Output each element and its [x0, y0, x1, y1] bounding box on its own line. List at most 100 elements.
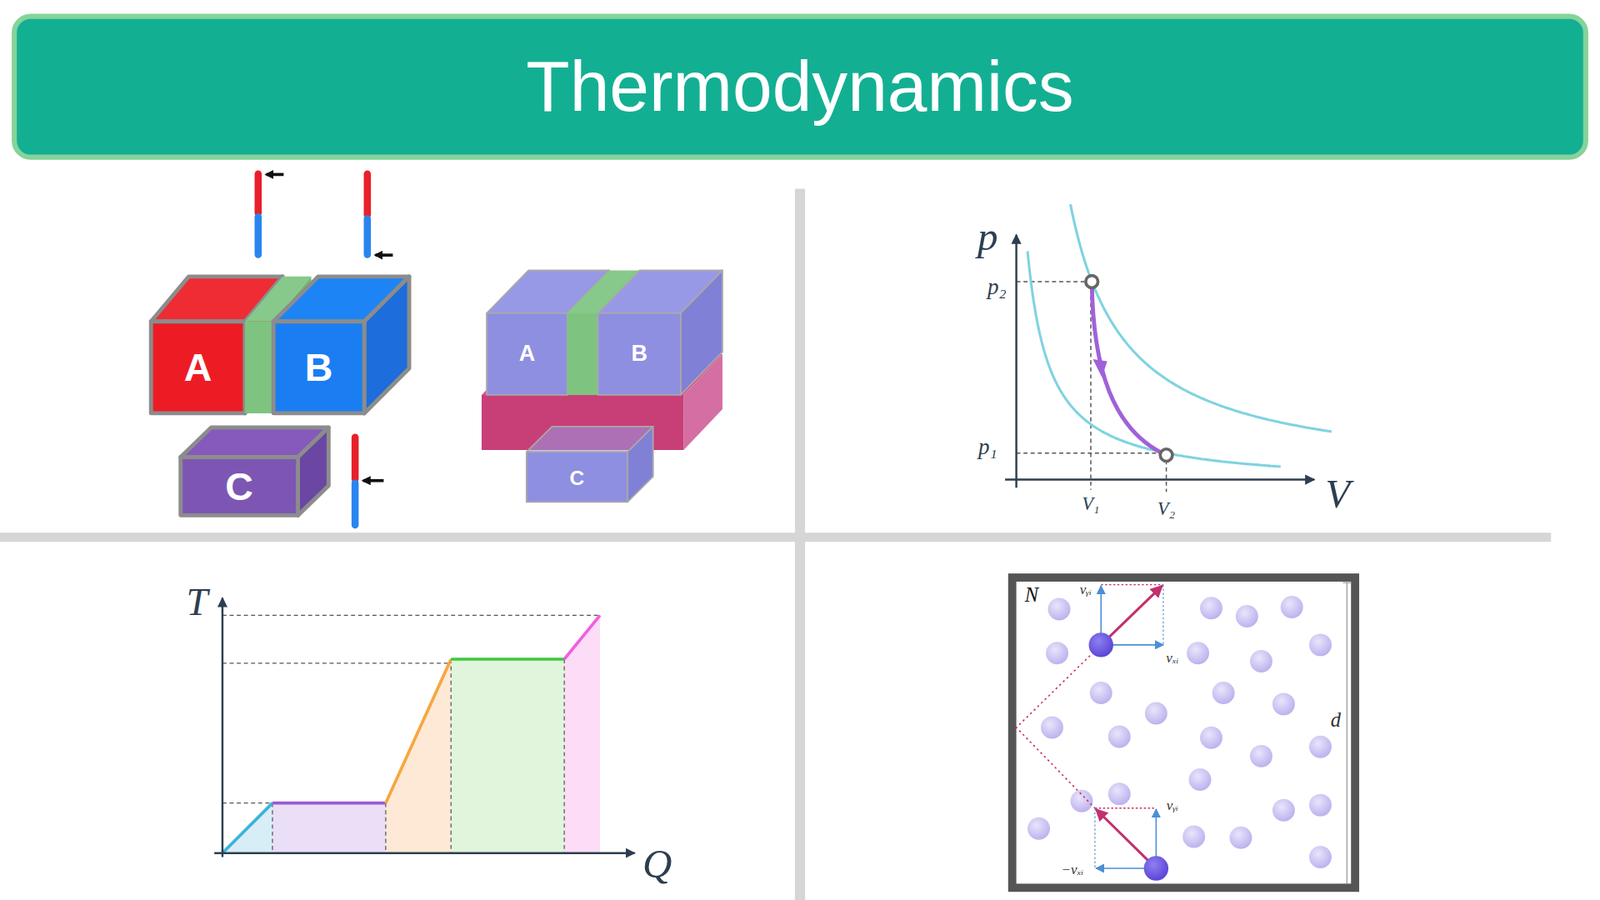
phase-fill — [450, 659, 565, 854]
title-box: Thermodynamics — [14, 16, 1586, 158]
title-bar — [14, 16, 1586, 158]
block-front — [486, 313, 568, 395]
gas-container — [1012, 577, 1355, 888]
gas-particle — [1186, 641, 1210, 665]
particles — [1027, 595, 1332, 869]
block-face: A — [486, 313, 568, 395]
axis-label: V — [1325, 473, 1350, 515]
block-face: B — [598, 313, 681, 395]
p-axis — [1015, 235, 1017, 489]
block-letter: C — [225, 466, 254, 506]
velocity-vector — [1095, 809, 1156, 869]
block-front — [180, 457, 299, 516]
dimension-line — [1346, 582, 1348, 884]
gas-particle — [1250, 650, 1273, 673]
component-guide — [1094, 808, 1095, 869]
level-arrow — [266, 173, 285, 177]
dashed-guide — [450, 659, 452, 854]
tracked-particle — [1089, 632, 1114, 657]
block-letter: C — [570, 466, 585, 487]
gas-particle — [1272, 692, 1295, 715]
pressure-label: p₁ — [978, 435, 998, 459]
thermometer-hot — [351, 433, 360, 483]
component-guide — [1100, 584, 1164, 585]
block-side — [680, 270, 723, 395]
phase-fill — [385, 659, 451, 854]
title-text: Thermodynamics — [525, 50, 1074, 123]
gas-particle — [1108, 782, 1131, 805]
gas-particle — [1250, 745, 1273, 768]
gas-particle — [1070, 790, 1093, 813]
tracked-particle — [1144, 855, 1169, 880]
trajectory — [1016, 645, 1102, 809]
block-front — [598, 313, 681, 395]
process-curve — [1091, 281, 1166, 455]
component-label: vᵧᵢ — [1080, 582, 1092, 597]
phase-fill — [272, 803, 386, 854]
gas-particle — [1090, 681, 1113, 705]
phase-change-segment — [272, 801, 386, 805]
block-letter: A — [519, 342, 535, 365]
gas-particle — [1230, 826, 1253, 850]
block-side — [627, 426, 654, 503]
block-front — [273, 321, 365, 414]
block-face: B — [273, 321, 365, 414]
heating-segment — [564, 615, 600, 660]
block-side — [298, 427, 330, 515]
dashed-guide — [222, 662, 451, 664]
velocity-vector — [1100, 585, 1162, 645]
block — [486, 270, 610, 395]
component-label: vₓᵢ — [1165, 650, 1179, 665]
dashed-guide — [222, 615, 600, 616]
level-arrow — [375, 253, 394, 257]
volume-label: V₂ — [1157, 500, 1175, 519]
phase-change-segment — [450, 657, 565, 661]
t-axis — [221, 598, 224, 858]
thermometer-cold — [351, 480, 360, 530]
block-front — [526, 451, 628, 502]
process-arrowhead — [1092, 359, 1107, 378]
heating-segment — [222, 803, 273, 854]
gas-particle — [1309, 735, 1332, 759]
component-label: vᵧᵢ — [1166, 799, 1179, 814]
axis-label: p — [977, 216, 998, 258]
dashed-guide — [271, 803, 273, 854]
gas-particle — [1045, 641, 1069, 665]
dimension-tick — [1342, 883, 1351, 885]
state-point — [1085, 275, 1099, 289]
q-axis — [214, 851, 635, 854]
state-point — [1160, 449, 1173, 462]
thermometer-hot — [255, 170, 263, 216]
dimension-label: d — [1330, 709, 1341, 730]
block-side — [364, 276, 410, 414]
gas-particle — [1182, 825, 1205, 849]
block-face: A — [150, 321, 245, 414]
block — [598, 270, 723, 395]
gas-particle — [1309, 633, 1332, 656]
thermometer-hot — [364, 170, 372, 219]
gas-particle — [1048, 598, 1071, 621]
isotherm-curve — [1027, 250, 1281, 466]
gas-particle — [1309, 845, 1332, 869]
level-arrow — [363, 479, 384, 483]
phase-fill — [222, 803, 273, 854]
count-label: N — [1025, 585, 1039, 605]
component-guide — [1162, 585, 1164, 645]
divider-vertical — [795, 189, 805, 900]
gas-particle — [1280, 595, 1304, 619]
phase-fill — [564, 615, 600, 853]
volume-label: V₁ — [1081, 495, 1100, 514]
divider-horizontal — [0, 532, 1551, 542]
gas-particle — [1212, 681, 1235, 705]
gas-particle — [1235, 605, 1259, 628]
dashed-guide — [1016, 280, 1091, 282]
thermometer-cold — [364, 215, 372, 258]
gas-particle — [1200, 726, 1223, 750]
block-front — [245, 321, 274, 414]
blocks-illustration — [150, 270, 723, 515]
block-letter: B — [305, 348, 334, 388]
gas-particle — [1040, 716, 1064, 740]
gas-particle — [1272, 799, 1295, 822]
